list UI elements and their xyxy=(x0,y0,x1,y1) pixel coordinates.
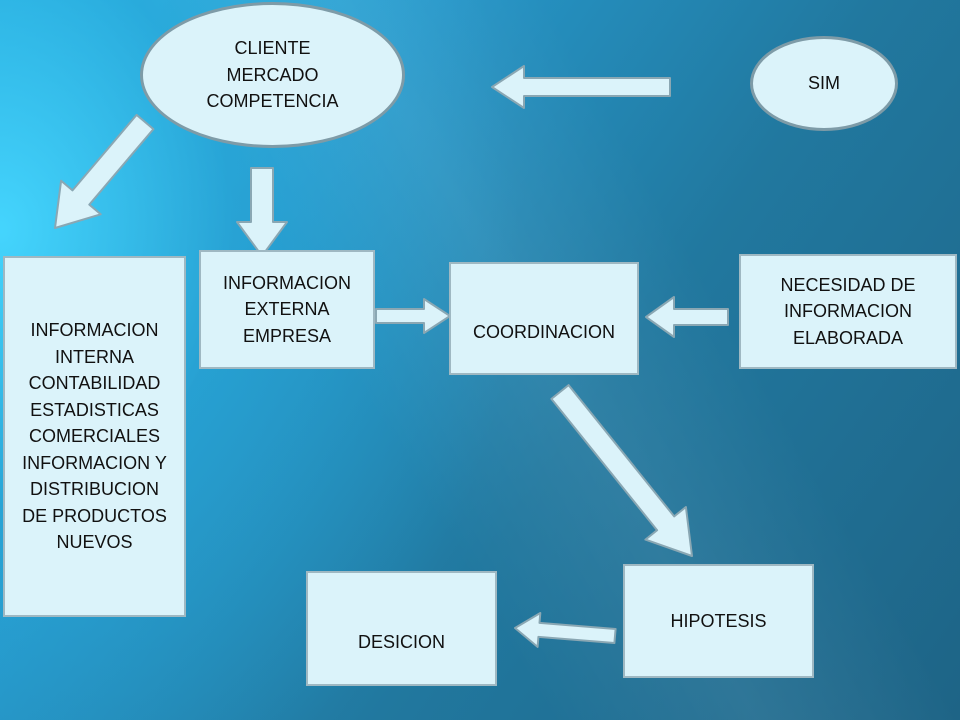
arrow-externa-to-coordinacion xyxy=(375,298,451,334)
node-desicion[interactable]: DESICION xyxy=(306,571,497,686)
node-cliente-label: CLIENTE MERCADO COMPETENCIA xyxy=(206,38,339,112)
node-informacion-interna-label: INFORMACION INTERNA CONTABILIDAD ESTADIS… xyxy=(22,320,167,553)
node-coordinacion[interactable]: COORDINACION xyxy=(449,262,639,375)
arrow-coordinacion-to-hipotesis xyxy=(550,384,693,557)
node-necesidad[interactable]: NECESIDAD DE INFORMACION ELABORADA xyxy=(739,254,957,369)
node-informacion-externa[interactable]: INFORMACION EXTERNA EMPRESA xyxy=(199,250,375,369)
node-hipotesis[interactable]: HIPOTESIS xyxy=(623,564,814,678)
node-informacion-externa-label: INFORMACION EXTERNA EMPRESA xyxy=(223,272,351,346)
node-hipotesis-label: HIPOTESIS xyxy=(670,610,767,631)
arrow-cliente-to-externa xyxy=(236,167,288,257)
node-desicion-label: DESICION xyxy=(357,632,445,653)
node-informacion-interna[interactable]: INFORMACION INTERNA CONTABILIDAD ESTADIS… xyxy=(3,256,186,617)
arrow-sim-to-cliente xyxy=(491,65,671,109)
arrow-hipotesis-to-desicion xyxy=(514,612,617,648)
arrow-cliente-to-interna xyxy=(54,113,155,229)
node-sim-label: SIM xyxy=(807,73,840,94)
node-coordinacion-label: COORDINACION xyxy=(472,322,615,343)
node-sim[interactable]: SIM xyxy=(750,36,898,131)
node-cliente[interactable]: CLIENTE MERCADO COMPETENCIA xyxy=(140,2,405,148)
arrow-necesidad-to-coordinacion xyxy=(645,296,729,338)
node-necesidad-label: NECESIDAD DE INFORMACION ELABORADA xyxy=(780,274,916,348)
